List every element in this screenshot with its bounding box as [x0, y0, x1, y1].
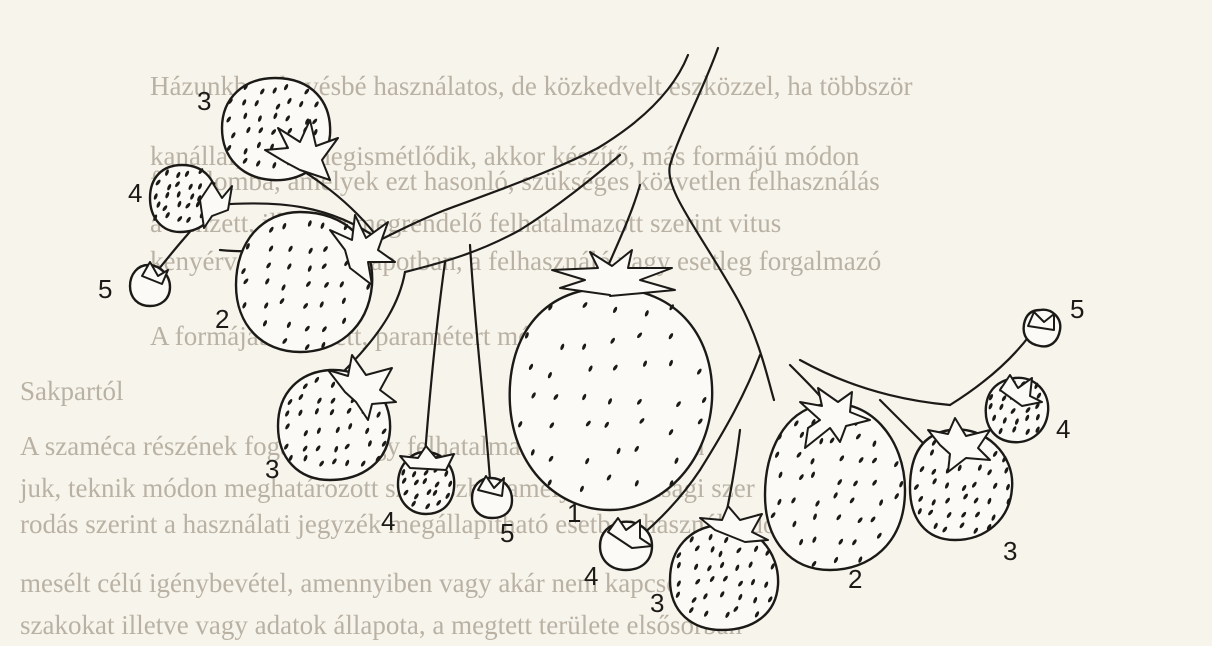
main-berry: [510, 250, 712, 510]
lower-left-small-berry: [278, 355, 396, 480]
lower-left-mid-berry: [398, 446, 454, 514]
label-right-bud: 5: [1070, 294, 1084, 324]
upper-left-mid-berry: [150, 165, 232, 232]
bottom-mid-berry: [670, 506, 778, 630]
label-lower-left-small: 3: [265, 454, 279, 484]
lower-left-bud: [472, 476, 512, 518]
label-right-mid: 4: [1056, 414, 1070, 444]
label-upper-left-bud: 5: [98, 274, 112, 304]
label-lower-left-mid: 4: [381, 506, 395, 536]
label-bottom-mid-small: 4: [584, 561, 598, 591]
label-lower-left-bud: 5: [500, 518, 514, 548]
bottom-mid-small-berry: [600, 518, 652, 570]
label-main-berry: 1: [567, 498, 581, 528]
label-right-large: 2: [848, 564, 862, 594]
right-mid-berry: [986, 375, 1048, 442]
label-upper-left-top: 3: [197, 86, 211, 116]
right-bud: [1024, 310, 1061, 347]
upper-left-top-berry: [222, 78, 338, 180]
label-upper-left-mid: 4: [128, 178, 142, 208]
upper-left-bud: [130, 262, 170, 306]
right-large-berry: [765, 388, 905, 570]
label-right-small: 3: [1003, 536, 1017, 566]
label-upper-left-large: 2: [215, 304, 229, 334]
label-bottom-mid-berry: 3: [650, 588, 664, 618]
